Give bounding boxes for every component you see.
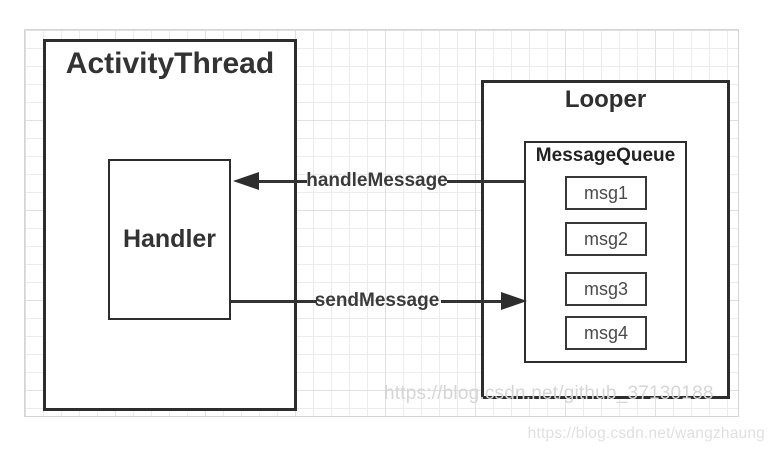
message-box-msg4: msg4 [565, 316, 647, 350]
looper-title: Looper [564, 86, 647, 113]
message-box-msg1: msg1 [565, 176, 647, 210]
grid-canvas: ActivityThread Handler Looper MessageQue… [24, 29, 739, 417]
send-message-line-left [231, 300, 317, 303]
message-box-msg3: msg3 [565, 272, 647, 306]
message-box-msg2: msg2 [565, 222, 647, 256]
watermark-wangzhaung: https://blog.csdn.net/wangzhaung [527, 425, 765, 442]
watermark-github: https://blog.csdn.net/github_37130188 [384, 383, 714, 404]
handler-box: Handler [108, 159, 231, 320]
send-message-label: sendMessage [314, 290, 440, 311]
activity-thread-title: ActivityThread [65, 47, 275, 80]
arrow-right-icon [501, 292, 527, 310]
send-message-line-right [441, 300, 509, 303]
handle-message-line-left [259, 180, 307, 183]
handle-message-line-right [447, 180, 524, 183]
message-queue-box: MessageQueue msg1 msg2 msg3 msg4 [524, 141, 687, 363]
message-queue-title: MessageQueue [535, 145, 676, 166]
looper-box: Looper MessageQueue msg1 msg2 msg3 msg4 [481, 80, 730, 399]
activity-thread-box: ActivityThread Handler [43, 39, 297, 411]
handle-message-label: handleMessage [306, 170, 448, 191]
arrow-left-icon [233, 172, 259, 190]
